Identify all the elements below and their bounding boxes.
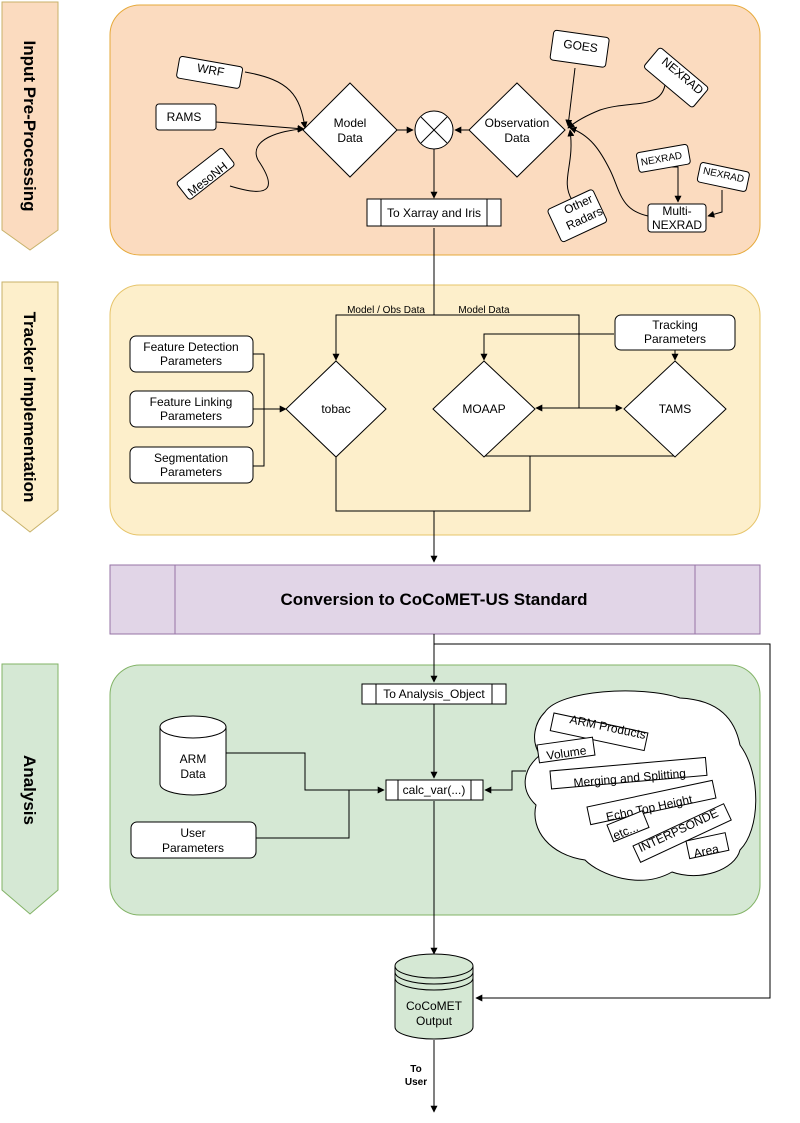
edge-tracking-moaap: [480, 333, 614, 361]
edge-arm-calcvar: [226, 752, 385, 794]
goes-node: GOES: [549, 29, 610, 68]
svg-text:tobac: tobac: [321, 402, 350, 416]
svg-text:Data: Data: [180, 767, 206, 781]
merge-circle: [414, 110, 454, 150]
tracking-parameters: Tracking Parameters: [614, 314, 736, 351]
tams-diamond: TAMS: [623, 360, 727, 458]
moaap-diamond: MOAAP: [432, 360, 536, 458]
conversion-process: Conversion to CoCoMET-US Standard: [109, 564, 761, 635]
svg-text:MOAAP: MOAAP: [462, 402, 505, 416]
multi-nexrad-node: Multi- NEXRAD: [647, 203, 707, 233]
svg-text:Data: Data: [337, 131, 363, 145]
svg-text:CoCoMET: CoCoMET: [406, 999, 463, 1013]
edge-mesonh-model: [229, 125, 305, 192]
nexrad-small-1-node: NEXRAD: [635, 143, 691, 173]
arm-data-cylinder: ARM Data: [159, 715, 227, 796]
svg-text:Parameters: Parameters: [160, 409, 222, 423]
edge-cloud-calcvar: [484, 770, 526, 794]
segmentation-parameters: Segmentation Parameters: [129, 446, 254, 484]
observation-data-diamond: Observation Data: [468, 82, 566, 178]
edge-conversion-output-bypass: [434, 643, 771, 1002]
svg-text:ARM: ARM: [180, 752, 207, 766]
calc-var-process: calc_var(...): [385, 779, 484, 801]
model-data-label: Model Data: [458, 305, 510, 316]
conversion-title: Conversion to CoCoMET-US Standard: [281, 590, 588, 609]
svg-text:Parameters: Parameters: [160, 354, 222, 368]
svg-text:Output: Output: [416, 1014, 453, 1028]
edge-userparams-calcvar: [256, 790, 350, 839]
to-xarray-process: To Xarray and Iris: [366, 198, 502, 227]
svg-text:GOES: GOES: [562, 37, 598, 56]
edge-otherradars-obs: [566, 129, 575, 201]
edge-xarray-tobac: [332, 228, 435, 361]
tobac-diamond: tobac: [285, 360, 387, 458]
section-chevron-analysis: Analysis: [1, 663, 59, 915]
to-user-label-line2: User: [405, 1077, 427, 1088]
cloud-item-area: Area: [685, 832, 730, 861]
svg-text:To Analysis_Object: To Analysis_Object: [383, 687, 485, 701]
svg-text:To Xarray and Iris: To Xarray and Iris: [387, 206, 481, 220]
edge-trackers-merge: [335, 456, 531, 512]
svg-text:Volume: Volume: [546, 743, 588, 762]
cocomet-output-cylinder: CoCoMET Output: [394, 953, 474, 1040]
section-label-tracker: Tracker Implementation: [20, 312, 39, 503]
svg-text:Tracking: Tracking: [652, 318, 698, 332]
svg-text:TAMS: TAMS: [659, 402, 691, 416]
section-label-preprocessing: Input Pre-Processing: [20, 41, 39, 212]
rams-node: RAMS: [155, 103, 217, 131]
model-obs-data-label: Model / Obs Data: [347, 305, 425, 316]
feature-detection-parameters: Feature Detection Parameters: [129, 335, 254, 373]
analysis-functions-cloud: ARM Products Volume Merging and Splittin…: [524, 690, 757, 881]
svg-text:Parameters: Parameters: [644, 332, 706, 346]
section-label-analysis: Analysis: [20, 755, 39, 825]
svg-text:WRF: WRF: [196, 61, 225, 80]
svg-text:Segmentation: Segmentation: [154, 451, 228, 465]
edge-goes-obs: [565, 67, 576, 127]
edge-nexrad2-multi: [707, 190, 723, 218]
svg-text:Parameters: Parameters: [160, 465, 222, 479]
edge-wrf-model: [244, 71, 308, 129]
svg-text:Feature Detection: Feature Detection: [143, 340, 238, 354]
svg-text:Feature Linking: Feature Linking: [150, 395, 233, 409]
other-radars-node: Other Radars: [547, 189, 608, 243]
svg-text:Model: Model: [334, 116, 367, 130]
svg-text:calc_var(...): calc_var(...): [403, 783, 466, 797]
svg-text:Multi-: Multi-: [662, 204, 691, 218]
user-parameters: User Parameters: [130, 821, 257, 859]
edge-xarray-moaap: [434, 314, 580, 412]
to-user-label-line1: To: [410, 1064, 421, 1075]
svg-text:User: User: [180, 826, 205, 840]
section-chevron-tracker: Tracker Implementation: [1, 281, 59, 533]
to-analysis-object-process: To Analysis_Object: [361, 683, 507, 705]
svg-text:NEXRAD: NEXRAD: [652, 218, 702, 232]
edge-multinexrad-obs: [569, 126, 649, 217]
svg-text:Parameters: Parameters: [162, 841, 224, 855]
edge-params-bracket: [253, 353, 265, 467]
cloud-item-volume: Volume: [536, 736, 596, 764]
svg-text:RAMS: RAMS: [167, 110, 202, 124]
nexrad-small-2-node: NEXRAD: [696, 162, 750, 192]
svg-text:Data: Data: [504, 131, 530, 145]
model-data-diamond: Model Data: [302, 82, 398, 178]
edge-rams-model: [215, 121, 305, 132]
edge-nexrad-obs: [567, 84, 666, 129]
feature-linking-parameters: Feature Linking Parameters: [129, 390, 254, 428]
svg-text:Area: Area: [692, 842, 720, 861]
section-chevron-preprocessing: Input Pre-Processing: [1, 1, 59, 251]
wrf-node: WRF: [176, 55, 244, 89]
svg-text:Observation: Observation: [485, 116, 550, 130]
